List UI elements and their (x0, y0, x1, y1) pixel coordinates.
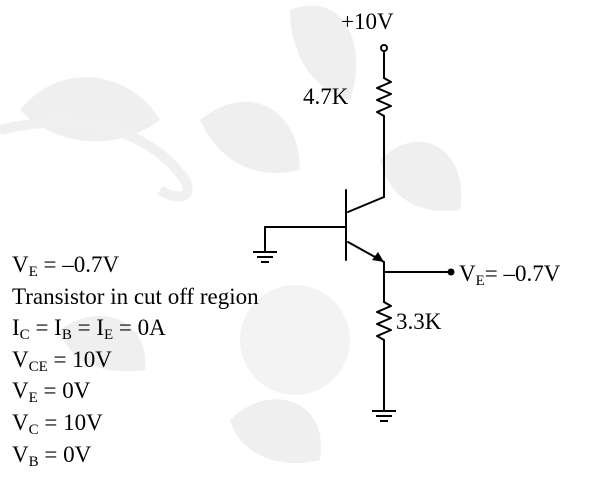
resistor-4-7k (376, 77, 392, 117)
ground-symbol-emitter (372, 410, 396, 422)
resistor-4-7k-label: 4.7K (303, 84, 349, 109)
note-ve: VE = –0.7V (12, 252, 120, 280)
output-node (447, 268, 455, 276)
ground-symbol-base (253, 251, 277, 263)
analysis-notes: VE = –0.7V Transistor in cut off region … (12, 249, 259, 470)
note-ve-zero: VE = 0V (12, 378, 91, 407)
note-vb: VB = 0V (12, 441, 92, 470)
output-voltage-label: VE= –0.7V (459, 261, 561, 289)
note-vc: VC = 10V (12, 409, 103, 438)
emitter-arrow (372, 252, 384, 262)
resistor-3-3k (376, 301, 392, 341)
supply-label: +10V (341, 9, 394, 34)
resistor-3-3k-label: 3.3K (396, 309, 442, 334)
note-region: Transistor in cut off region (12, 283, 259, 309)
note-vce: VCE = 10V (12, 346, 112, 375)
note-currents: IC = IB = IE = 0A (12, 315, 166, 344)
